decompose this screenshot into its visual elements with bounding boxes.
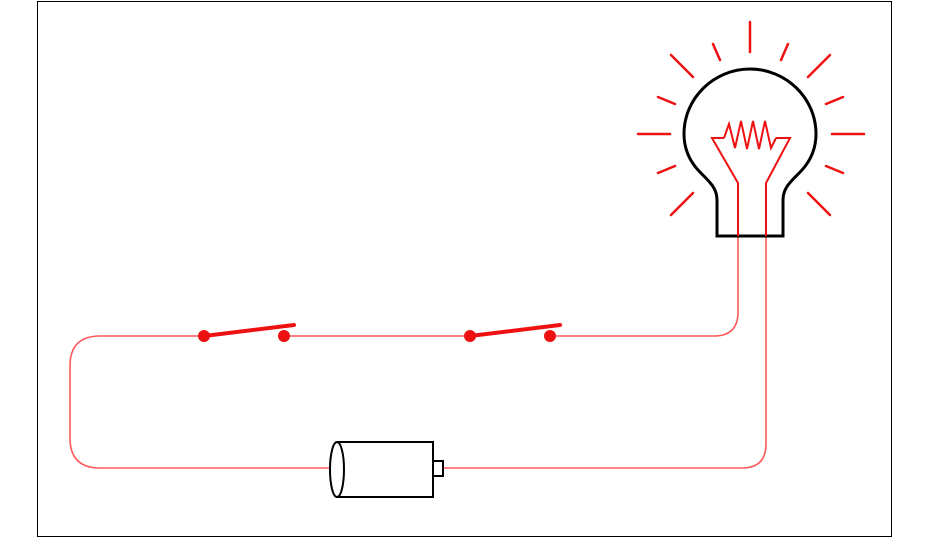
battery-negative-end (329, 441, 345, 498)
diagram-border (37, 1, 892, 537)
switch-1[interactable] (198, 323, 296, 342)
ray (806, 53, 832, 79)
ray (669, 191, 695, 217)
bulb-glass (682, 67, 818, 238)
switch-2-left-terminal (464, 330, 476, 342)
circuit-wires (69, 236, 767, 469)
ray (824, 95, 845, 106)
ray (806, 191, 832, 217)
switch-1-right-terminal (278, 330, 290, 342)
switch-2[interactable] (464, 323, 562, 342)
ray (669, 53, 695, 79)
battery (329, 441, 444, 498)
switch-1-lever (202, 323, 296, 338)
wire-top-left (69, 335, 333, 469)
light-bulb (636, 20, 866, 238)
ray (711, 42, 722, 62)
bulb-glow-rays (636, 20, 866, 217)
switch-2-right-terminal (544, 330, 556, 342)
filament-coil (723, 120, 777, 151)
filament-left-lead (710, 137, 739, 236)
ray (779, 42, 790, 62)
filament-right-lead (765, 137, 792, 236)
ray (824, 164, 845, 175)
switch-2-lever (468, 323, 562, 338)
battery-positive-terminal (432, 460, 444, 477)
ray (656, 95, 677, 106)
wire-battery-to-bulb (443, 236, 767, 469)
wire-switch-to-bulb (551, 236, 739, 337)
battery-body (337, 441, 434, 498)
ray (656, 164, 677, 175)
bulb-filament (710, 120, 792, 236)
switch-1-left-terminal (198, 330, 210, 342)
